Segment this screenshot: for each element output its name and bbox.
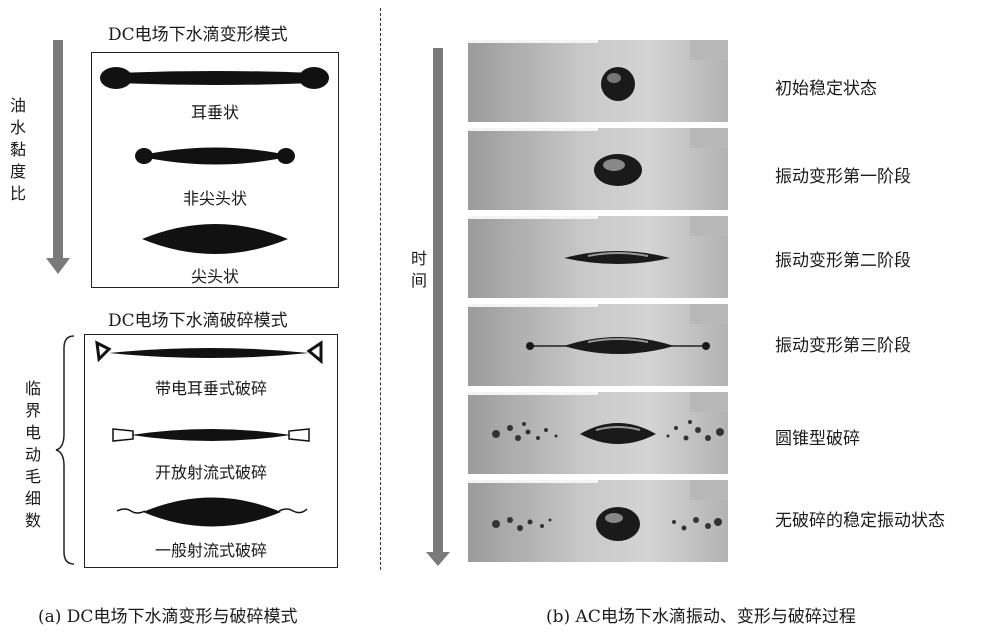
charged-earlobe-breakup-shape — [95, 340, 323, 365]
viscosity-arrowhead — [46, 258, 70, 274]
frame-stage-2 — [468, 216, 728, 298]
deform-title: DC电场下水滴变形模式 — [108, 25, 288, 45]
earlobe-droplet-shape — [100, 67, 329, 89]
viscosity-axis-label: 油水黏度比 — [9, 96, 26, 203]
pointed-label: 尖头状 — [190, 267, 239, 286]
viscosity-arrow — [53, 40, 63, 260]
breakup-title: DC电场下水滴破碎模式 — [108, 311, 288, 331]
frame-stable-oscillation — [468, 480, 728, 562]
blunt-droplet-shape — [135, 147, 295, 165]
blunt-label: 非尖头状 — [182, 189, 247, 208]
brace — [55, 335, 75, 565]
open-jet-breakup-shape — [112, 428, 310, 442]
panel-divider — [380, 8, 381, 570]
earlobe-label: 耳垂状 — [190, 103, 239, 122]
capillary-axis-label: 临界电动毛细数 — [24, 379, 41, 530]
stage-label-cone-breakup: 圆锥型破碎 — [775, 429, 860, 449]
stage-label-initial: 初始稳定状态 — [775, 79, 877, 99]
frame-stage-1 — [468, 128, 728, 210]
general-jet-breakup-shape — [116, 497, 308, 527]
frame-cone-breakup — [468, 392, 728, 474]
time-arrow — [433, 48, 443, 556]
stage-label-stage-1: 振动变形第一阶段 — [775, 167, 911, 187]
pointed-droplet-shape — [142, 224, 288, 254]
deform-box: 耳垂状 非尖头状 尖头状 — [91, 52, 339, 288]
frame-stage-3 — [468, 304, 728, 386]
caption-b: (b) AC电场下水滴振动、变形与破碎过程 — [546, 607, 856, 627]
stage-label-stable-oscillation: 无破碎的稳定振动状态 — [775, 511, 945, 531]
open-jet-label: 开放射流式破碎 — [154, 463, 267, 482]
stage-label-stage-3: 振动变形第三阶段 — [775, 336, 911, 356]
breakup-box: 带电耳垂式破碎 开放射流式破碎 一般射流式破碎 — [84, 334, 338, 568]
general-jet-label: 一般射流式破碎 — [154, 541, 267, 560]
caption-a: (a) DC电场下水滴变形与破碎模式 — [38, 607, 298, 627]
frame-strip — [468, 40, 764, 562]
charged-earlobe-label: 带电耳垂式破碎 — [154, 379, 267, 398]
frame-initial — [468, 40, 728, 122]
time-axis-label: 时间 — [410, 249, 427, 290]
stage-label-stage-2: 振动变形第二阶段 — [775, 251, 911, 271]
time-arrowhead — [426, 552, 450, 566]
